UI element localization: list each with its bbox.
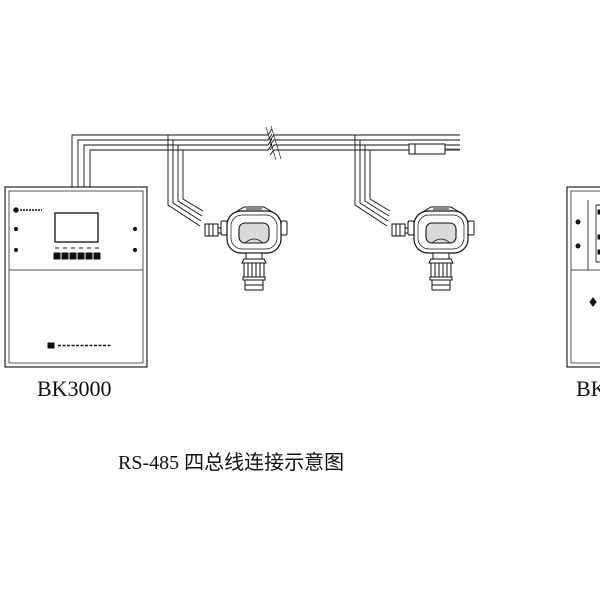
- keypad: [53, 247, 101, 260]
- nameplate-icon: [47, 342, 112, 349]
- gas-detector-icon: [391, 206, 475, 291]
- controller-left-label: BK3000: [37, 376, 112, 401]
- lcd-screen: [54, 212, 99, 243]
- bus-terminator-icon: [408, 143, 460, 155]
- brand-logo-icon: [13, 207, 42, 213]
- controller-right: [566, 186, 600, 368]
- drop-cable-1: [167, 135, 204, 227]
- gas-detector-icon: [204, 206, 288, 291]
- controller-right-label: BK: [576, 376, 600, 401]
- diagram-caption: RS-485 四总线连接示意图: [118, 452, 345, 474]
- controller-left: [4, 186, 148, 368]
- bus-cable: [71, 125, 460, 187]
- drop-cable-2: [354, 135, 391, 227]
